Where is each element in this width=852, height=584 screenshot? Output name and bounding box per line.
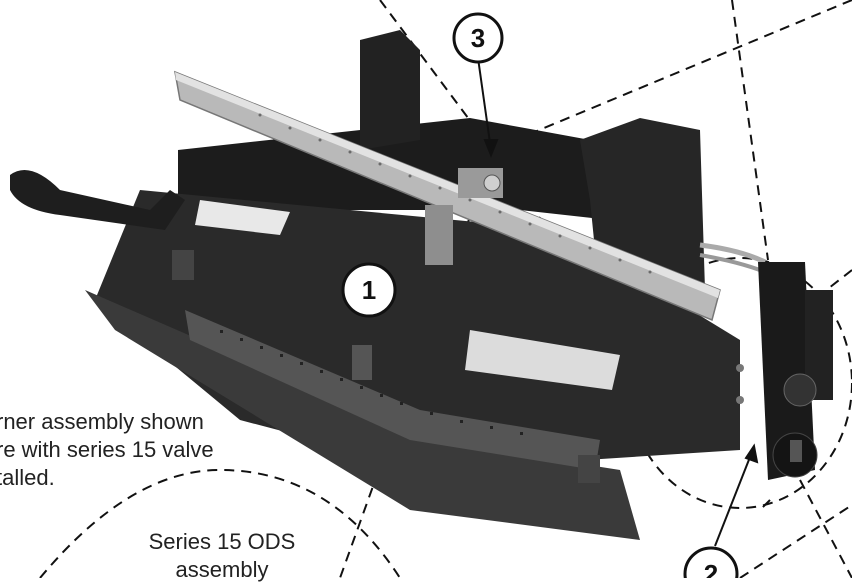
- caption-line-3: talled.: [0, 465, 55, 490]
- caption-line-1: rner assembly shown: [0, 409, 204, 434]
- callout-3: 3: [452, 12, 504, 64]
- callout-1-label: 1: [362, 275, 376, 305]
- callout-1: 1: [341, 262, 397, 318]
- caption-line-2: re with series 15 valve: [0, 437, 214, 462]
- callout-arrows: [477, 57, 759, 547]
- series-label-line-1: Series 15 ODS: [148, 529, 296, 554]
- assembly-caption: rner assembly shown re with series 15 va…: [0, 408, 214, 492]
- series-label: Series 15 ODS assembly: [112, 528, 332, 584]
- burner-body: [10, 30, 833, 540]
- series-label-line-2: assembly: [175, 557, 269, 582]
- callout-2-label: 2: [704, 559, 718, 578]
- callout-3-label: 3: [471, 23, 485, 53]
- callout-2: 2: [683, 546, 739, 578]
